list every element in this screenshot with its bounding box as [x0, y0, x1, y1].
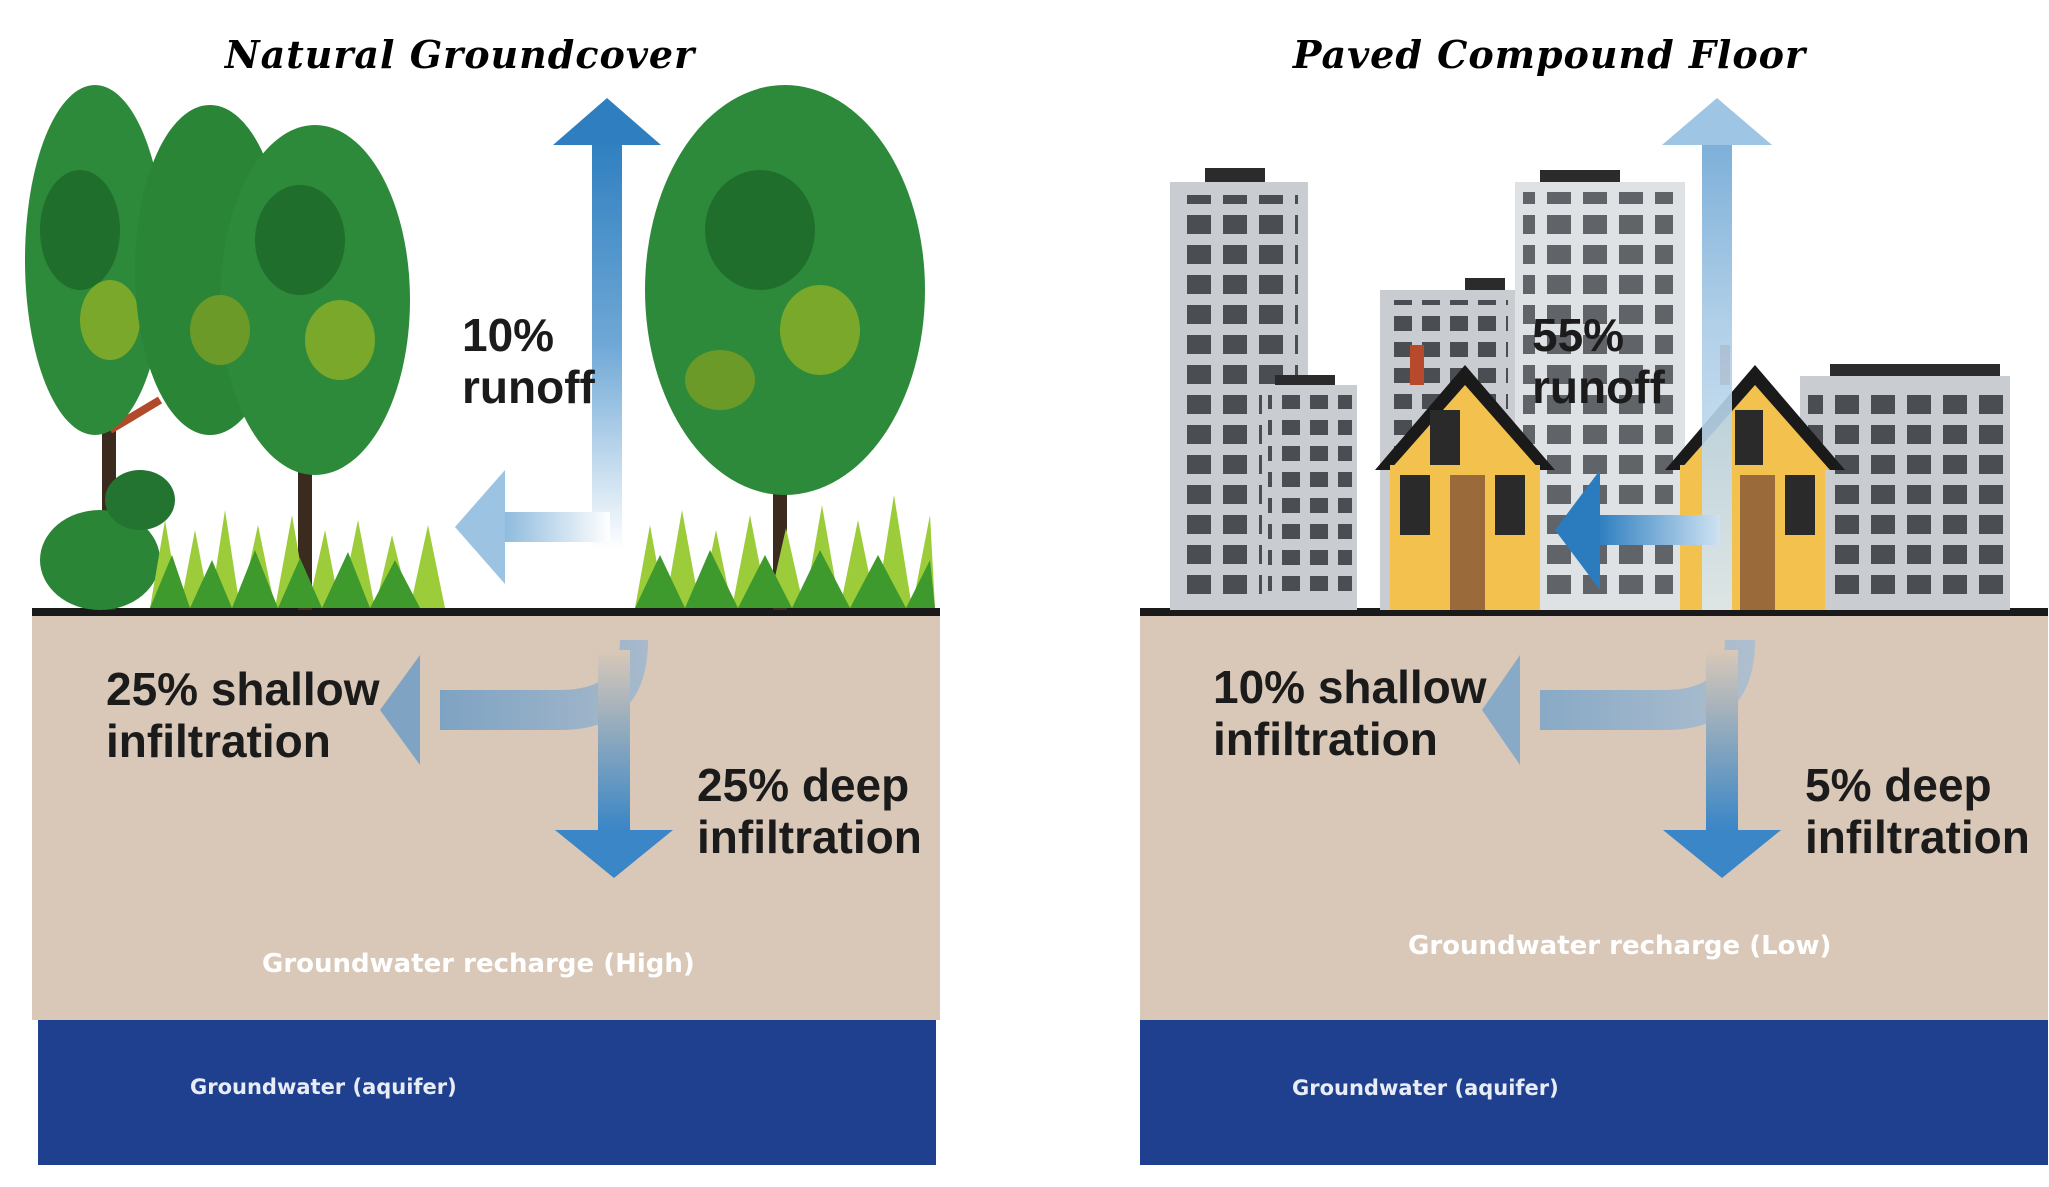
ground-surface: [1140, 608, 2048, 616]
panel-title: Natural Groundcover: [224, 32, 696, 77]
soil-layer: [32, 612, 940, 1020]
runoff-percent: 10%: [462, 309, 555, 361]
deep-infiltration-label: 5% deep infiltration: [1805, 759, 2030, 863]
deep-infiltration-label: 25% deep infiltration: [697, 759, 922, 863]
runoff-label: 10% runoff: [462, 309, 595, 413]
deep-text: infiltration: [697, 810, 922, 863]
deep-percent: 25% deep: [697, 759, 910, 811]
ground-surface: [32, 608, 940, 616]
natural-scene-illustration: [25, 85, 940, 1165]
deep-percent: 5% deep: [1805, 759, 1992, 811]
tree-icon: [135, 105, 410, 610]
paved-scene-illustration: [1140, 98, 2048, 1165]
shallow-percent: 25% shallow: [106, 663, 380, 715]
runoff-label: 55% runoff: [1532, 309, 1665, 413]
natural-groundcover-panel: Natural Groundcover 10% runoff 25% shall…: [0, 0, 960, 1187]
shallow-infiltration-label: 25% shallow infiltration: [106, 663, 380, 767]
arrow-icon: [455, 98, 661, 584]
arrow-icon: [1555, 98, 1772, 610]
grass-icon: [635, 495, 935, 608]
building-icon: [1800, 364, 2010, 610]
recharge-label: Groundwater recharge (Low): [1408, 931, 1832, 961]
deep-text: infiltration: [1805, 810, 2030, 863]
panel-title: Paved Compound Floor: [1292, 32, 1807, 77]
grass-icon: [150, 510, 445, 608]
aquifer-layer: [38, 1020, 936, 1165]
runoff-percent: 55%: [1532, 309, 1625, 361]
aquifer-label: Groundwater (aquifer): [1292, 1076, 1559, 1100]
soil-layer: [1140, 612, 2048, 1020]
bush-icon: [40, 470, 175, 610]
arrow-icon: [380, 640, 673, 878]
shallow-text: infiltration: [106, 714, 331, 767]
aquifer-layer: [1140, 1020, 2048, 1165]
aquifer-label: Groundwater (aquifer): [190, 1075, 457, 1099]
runoff-text: runoff: [462, 360, 595, 413]
shallow-infiltration-label: 10% shallow infiltration: [1213, 661, 1487, 765]
shallow-percent: 10% shallow: [1213, 661, 1487, 713]
runoff-text: runoff: [1532, 360, 1665, 413]
paved-compound-panel: Paved Compound Floor 55% runoff 10% shal…: [1110, 0, 2049, 1187]
tree-icon: [645, 85, 925, 610]
shallow-text: infiltration: [1213, 712, 1438, 765]
arrow-icon: [1482, 640, 1781, 878]
house-icon: [1375, 345, 1555, 610]
recharge-label: Groundwater recharge (High): [262, 949, 695, 979]
building-icon: [1262, 375, 1357, 610]
